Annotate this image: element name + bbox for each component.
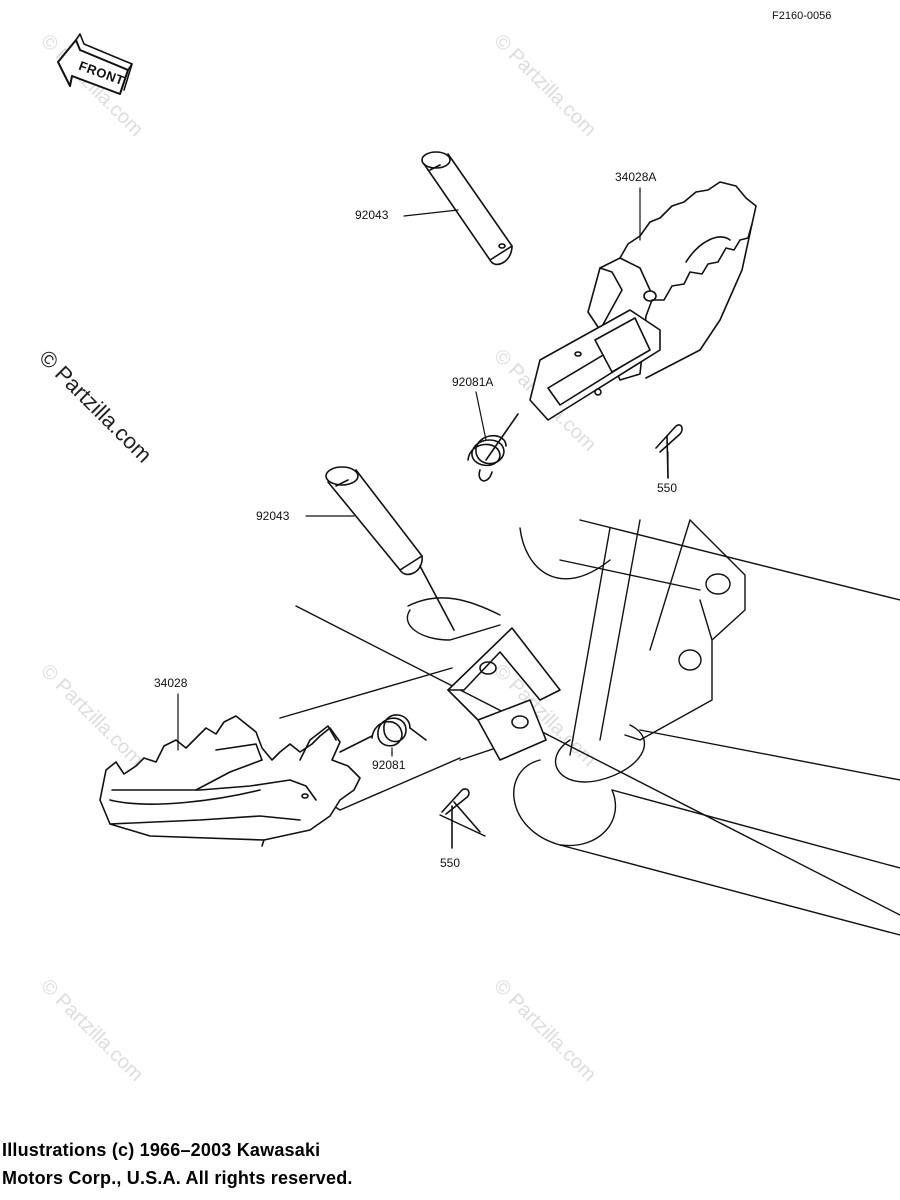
callout-footpeg-right[interactable]: 34028A (615, 170, 657, 184)
diagram-reference: F2160-0056 (772, 10, 832, 22)
pivot-pin-upper (421, 151, 513, 266)
callout-footpeg-left[interactable]: 34028 (154, 676, 188, 690)
callout-cotter-left[interactable]: 550 (440, 856, 461, 870)
callout-cotter-right[interactable]: 550 (657, 481, 678, 495)
leader-lines (177, 187, 669, 757)
callout-pin-lower[interactable]: 92043 (256, 509, 290, 523)
callout-pin-upper[interactable]: 92043 (355, 208, 389, 222)
callout-spring-right[interactable]: 92081A (452, 375, 494, 389)
copyright-line-1: Illustrations (c) 1966–2003 Kawasaki (2, 1140, 321, 1160)
frame-outline (259, 519, 900, 936)
cotter-pin-right (655, 424, 683, 479)
footpeg-right (529, 181, 757, 421)
spring-left (339, 714, 427, 753)
callout-spring-left[interactable]: 92081 (372, 758, 406, 772)
copyright-line-2: Motors Corp., U.S.A. All rights reserved… (2, 1168, 353, 1188)
front-arrow-icon (57, 33, 133, 95)
footpeg-left (99, 715, 361, 847)
cotter-pin-left (441, 788, 481, 849)
spring-right (467, 413, 519, 482)
footpeg-bracket (447, 627, 561, 761)
pivot-pin-lower (325, 466, 455, 631)
